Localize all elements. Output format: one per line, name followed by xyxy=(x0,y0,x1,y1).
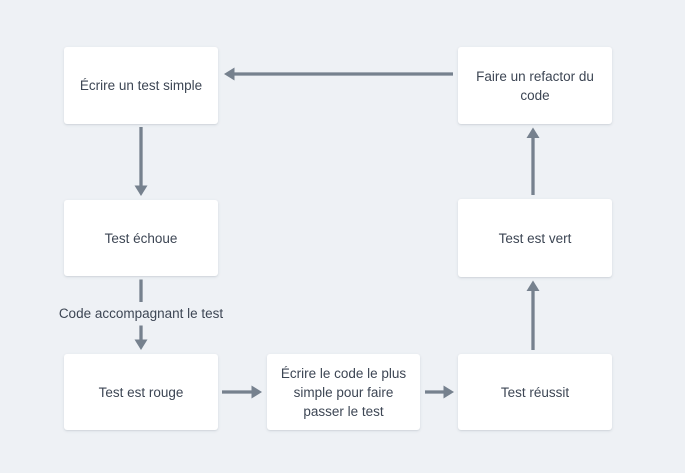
node-test-reussit: Test réussit xyxy=(458,354,612,430)
edge-label-code-accompagnant: Code accompagnant le test xyxy=(58,306,224,321)
node-test-est-rouge: Test est rouge xyxy=(64,354,218,430)
node-label: Test réussit xyxy=(500,384,570,400)
node-test-est-vert: Test est vert xyxy=(458,199,612,277)
node-label: Test échoue xyxy=(104,230,178,246)
arrow-refactor-code-to-ecrire-test-simple xyxy=(224,67,453,81)
node-ecrire-code-simple: Écrire le code le plus simple pour faire… xyxy=(267,354,420,430)
arrow-test-est-rouge-to-ecrire-code-simple xyxy=(222,385,262,399)
arrow-ecrire-code-simple-to-test-reussit xyxy=(425,385,454,399)
node-ecrire-test-simple: Écrire un test simple xyxy=(64,47,218,124)
arrow-ecrire-test-simple-to-test-echoue xyxy=(134,127,148,196)
node-label: Test est vert xyxy=(498,230,572,246)
node-label: Écrire le code le plus simple pour faire… xyxy=(280,365,407,419)
node-label: Écrire un test simple xyxy=(79,78,203,93)
node-refactor-code: Faire un refactor du code xyxy=(458,47,612,124)
arrow-test-reussit-to-test-est-vert xyxy=(526,280,540,350)
node-label: Faire un refactor du code xyxy=(476,68,594,103)
node-label: Test est rouge xyxy=(98,384,184,400)
node-test-echoue: Test échoue xyxy=(64,200,218,276)
arrow-test-est-vert-to-refactor-code xyxy=(526,127,540,195)
